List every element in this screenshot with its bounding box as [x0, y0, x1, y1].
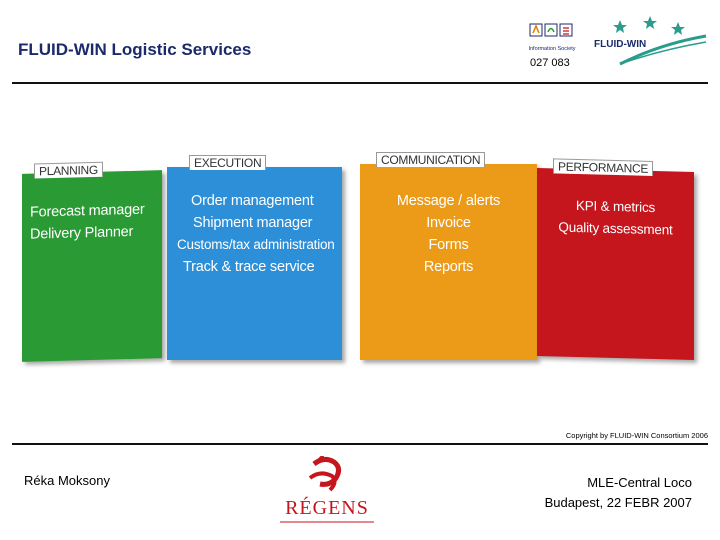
slide-title: FLUID-WIN Logistic Services — [18, 40, 252, 59]
event-date: Budapest, 22 FEBR 2007 — [544, 495, 692, 510]
communication-item: Reports — [423, 259, 474, 275]
execution-item: Customs/tax administration — [177, 237, 335, 252]
regens-logo-text: RÉGENS — [285, 496, 369, 519]
execution-item: Shipment manager — [193, 215, 313, 231]
information-society-label: Information Society — [528, 46, 576, 52]
communication-item: Forms — [428, 237, 469, 253]
fluid-win-logo: FLUID-WIN — [594, 16, 707, 66]
regens-logo: RÉGENS — [280, 456, 374, 523]
communication-folder-body — [360, 164, 537, 360]
communication-item: Message / alerts — [396, 193, 501, 209]
fluid-win-logo-text: FLUID-WIN — [594, 39, 646, 50]
header-divider — [12, 82, 708, 84]
communication-item: Invoice — [426, 215, 471, 231]
copyright-notice: Copyright by FLUID-WIN Consortium 2006 — [565, 431, 708, 440]
information-society-logo — [529, 23, 573, 37]
planning-item: Delivery Planner — [30, 223, 134, 243]
performance-folder: PERFORMANCE KPI & metrics Quality assess… — [537, 156, 694, 361]
performance-item: Quality assessment — [558, 219, 673, 238]
planning-folder: PLANNING Forecast manager Delivery Plann… — [22, 158, 162, 362]
planning-tab: PLANNING — [34, 161, 103, 179]
planning-item: Forecast manager — [30, 201, 145, 221]
project-number: 027 083 — [530, 57, 570, 69]
execution-item: Track & trace service — [183, 259, 315, 275]
execution-folder-body — [167, 167, 342, 360]
event-info: MLE-Central Loco Budapest, 22 FEBR 2007 — [545, 473, 692, 513]
performance-tab: PERFORMANCE — [553, 158, 654, 176]
footer-divider — [12, 443, 708, 445]
communication-tab: COMMUNICATION — [376, 152, 486, 167]
author-name: Réka Moksony — [24, 473, 110, 488]
execution-item: Order management — [191, 193, 314, 209]
communication-folder: COMMUNICATION Message / alerts Invoice F… — [360, 152, 537, 360]
event-name: MLE-Central Loco — [587, 475, 692, 490]
execution-folder: EXECUTION Order management Shipment mana… — [167, 155, 342, 360]
execution-tab: EXECUTION — [189, 155, 267, 170]
